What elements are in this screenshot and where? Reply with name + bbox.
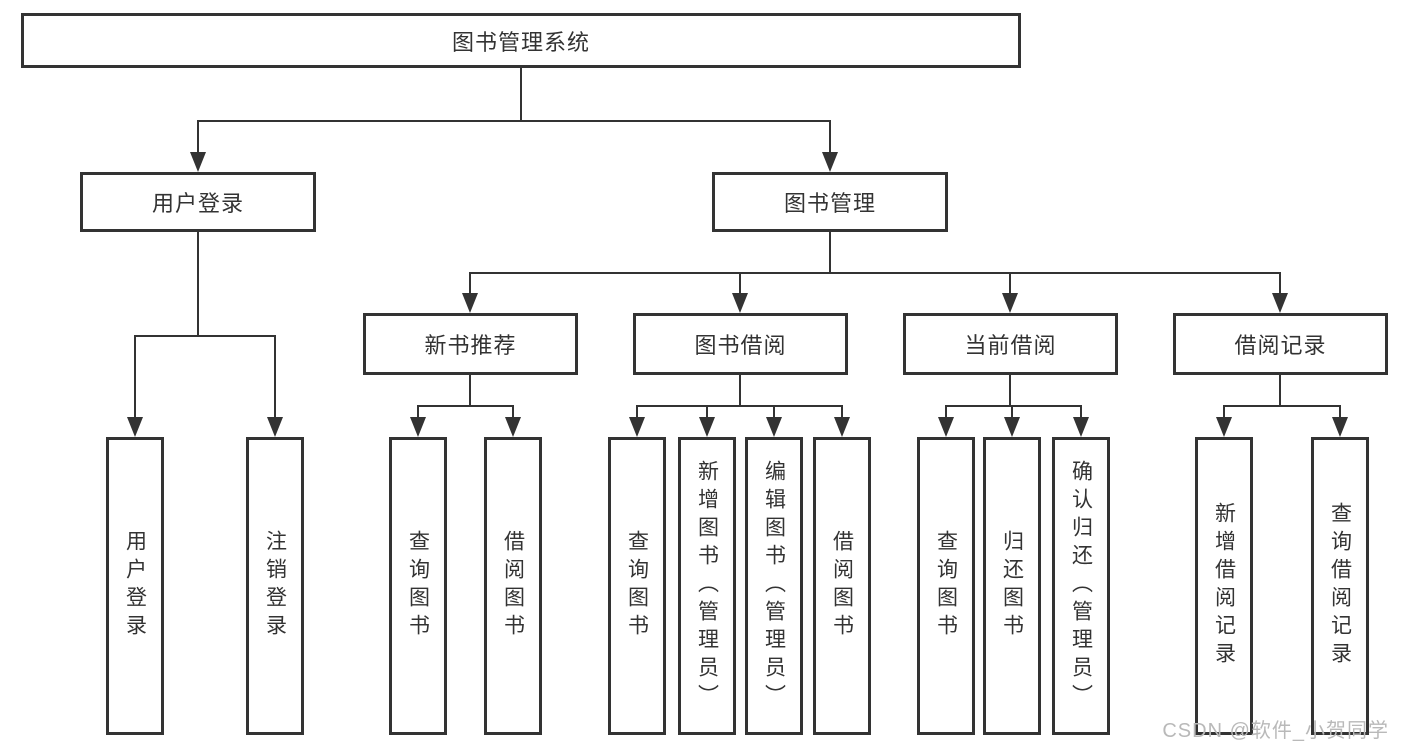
arrow-down-icon xyxy=(732,293,748,313)
connector-drop-leaf-logout xyxy=(274,335,276,419)
connector-drop xyxy=(1339,405,1341,419)
leaf-record-add-label: 新增借阅记录 xyxy=(1212,502,1236,670)
connector-drop xyxy=(1223,405,1225,419)
node-book-management-label: 图书管理 xyxy=(783,191,876,216)
leaf-borrow-edit-admin-label: 编辑图书（管理员） xyxy=(762,460,786,712)
arrow-down-icon xyxy=(127,417,143,437)
connector-drop-leaf-login xyxy=(134,335,136,419)
connector-borrow-rail xyxy=(636,405,843,407)
connector-user-login-rail xyxy=(134,335,276,337)
node-current-borrow: 当前借阅 xyxy=(903,313,1118,375)
node-borrow-record: 借阅记录 xyxy=(1173,313,1388,375)
connector-drop xyxy=(1080,405,1082,419)
arrow-down-icon xyxy=(766,417,782,437)
leaf-current-return: 归还图书 xyxy=(983,437,1041,735)
arrow-down-icon xyxy=(1272,293,1288,313)
leaf-logout-label: 注销登录 xyxy=(263,530,287,642)
arrow-down-icon xyxy=(462,293,478,313)
connector-record-stem xyxy=(1279,375,1281,405)
arrow-down-icon xyxy=(938,417,954,437)
arrow-down-icon xyxy=(699,417,715,437)
connector-newbook-rail xyxy=(417,405,514,407)
connector-drop xyxy=(512,405,514,419)
node-current-borrow-label: 当前借阅 xyxy=(964,333,1057,358)
csdn-watermark: CSDN @软件_小贺同学 xyxy=(1162,720,1389,742)
arrow-down-icon xyxy=(1004,417,1020,437)
connector-newbook-stem xyxy=(469,375,471,405)
connector-user-login-stem xyxy=(197,232,199,335)
leaf-record-add: 新增借阅记录 xyxy=(1195,437,1253,735)
connector-book-mgmt-rail xyxy=(469,272,1281,274)
leaf-newbook-query: 查询图书 xyxy=(389,437,447,735)
connector-drop-user-login xyxy=(197,120,199,154)
leaf-current-query-label: 查询图书 xyxy=(934,530,958,642)
arrow-down-icon xyxy=(1002,293,1018,313)
arrow-down-icon xyxy=(505,417,521,437)
node-book-borrow-label: 图书借阅 xyxy=(694,333,787,358)
leaf-current-query: 查询图书 xyxy=(917,437,975,735)
connector-book-mgmt-stem xyxy=(829,232,831,272)
connector-drop-book-mgmt xyxy=(829,120,831,154)
leaf-record-query-label: 查询借阅记录 xyxy=(1328,502,1352,670)
arrow-down-icon xyxy=(267,417,283,437)
connector-drop xyxy=(706,405,708,419)
connector-drop-newbook xyxy=(469,272,471,295)
leaf-newbook-borrow: 借阅图书 xyxy=(484,437,542,735)
leaf-current-return-label: 归还图书 xyxy=(1000,530,1024,642)
node-library-system: 图书管理系统 xyxy=(21,13,1021,68)
connector-drop xyxy=(1011,405,1013,419)
connector-drop xyxy=(945,405,947,419)
connector-drop xyxy=(636,405,638,419)
connector-root-rail xyxy=(197,120,831,122)
node-book-management: 图书管理 xyxy=(712,172,948,232)
leaf-borrow-borrow-label: 借阅图书 xyxy=(830,530,854,642)
arrow-down-icon xyxy=(629,417,645,437)
leaf-borrow-add-admin-label: 新增图书（管理员） xyxy=(695,460,719,712)
connector-record-rail xyxy=(1223,405,1341,407)
leaf-current-confirm-admin: 确认归还（管理员） xyxy=(1052,437,1110,735)
node-new-book-recommend: 新书推荐 xyxy=(363,313,578,375)
connector-drop xyxy=(417,405,419,419)
node-new-book-recommend-label: 新书推荐 xyxy=(424,333,517,358)
connector-drop-current xyxy=(1009,272,1011,295)
node-borrow-record-label: 借阅记录 xyxy=(1234,333,1327,358)
leaf-borrow-borrow: 借阅图书 xyxy=(813,437,871,735)
connector-root-stem xyxy=(520,68,522,120)
connector-drop-record xyxy=(1279,272,1281,295)
leaf-record-query: 查询借阅记录 xyxy=(1311,437,1369,735)
node-book-borrow: 图书借阅 xyxy=(633,313,848,375)
leaf-current-confirm-admin-label: 确认归还（管理员） xyxy=(1069,460,1093,712)
arrow-down-icon xyxy=(190,152,206,172)
connector-drop xyxy=(773,405,775,419)
node-user-login: 用户登录 xyxy=(80,172,316,232)
leaf-user-login-label: 用户登录 xyxy=(123,530,147,642)
arrow-down-icon xyxy=(1073,417,1089,437)
connector-current-stem xyxy=(1009,375,1011,405)
leaf-newbook-borrow-label: 借阅图书 xyxy=(501,530,525,642)
arrow-down-icon xyxy=(1332,417,1348,437)
arrow-down-icon xyxy=(410,417,426,437)
arrow-down-icon xyxy=(822,152,838,172)
leaf-borrow-add-admin: 新增图书（管理员） xyxy=(678,437,736,735)
node-user-login-label: 用户登录 xyxy=(151,191,244,216)
connector-drop xyxy=(841,405,843,419)
connector-current-rail xyxy=(945,405,1082,407)
leaf-logout: 注销登录 xyxy=(246,437,304,735)
leaf-borrow-query-label: 查询图书 xyxy=(625,530,649,642)
arrow-down-icon xyxy=(1216,417,1232,437)
leaf-borrow-query: 查询图书 xyxy=(608,437,666,735)
connector-drop-borrow xyxy=(739,272,741,295)
leaf-borrow-edit-admin: 编辑图书（管理员） xyxy=(745,437,803,735)
arrow-down-icon xyxy=(834,417,850,437)
node-library-system-label: 图书管理系统 xyxy=(451,29,590,55)
leaf-user-login: 用户登录 xyxy=(106,437,164,735)
connector-borrow-stem xyxy=(739,375,741,405)
leaf-newbook-query-label: 查询图书 xyxy=(406,530,430,642)
